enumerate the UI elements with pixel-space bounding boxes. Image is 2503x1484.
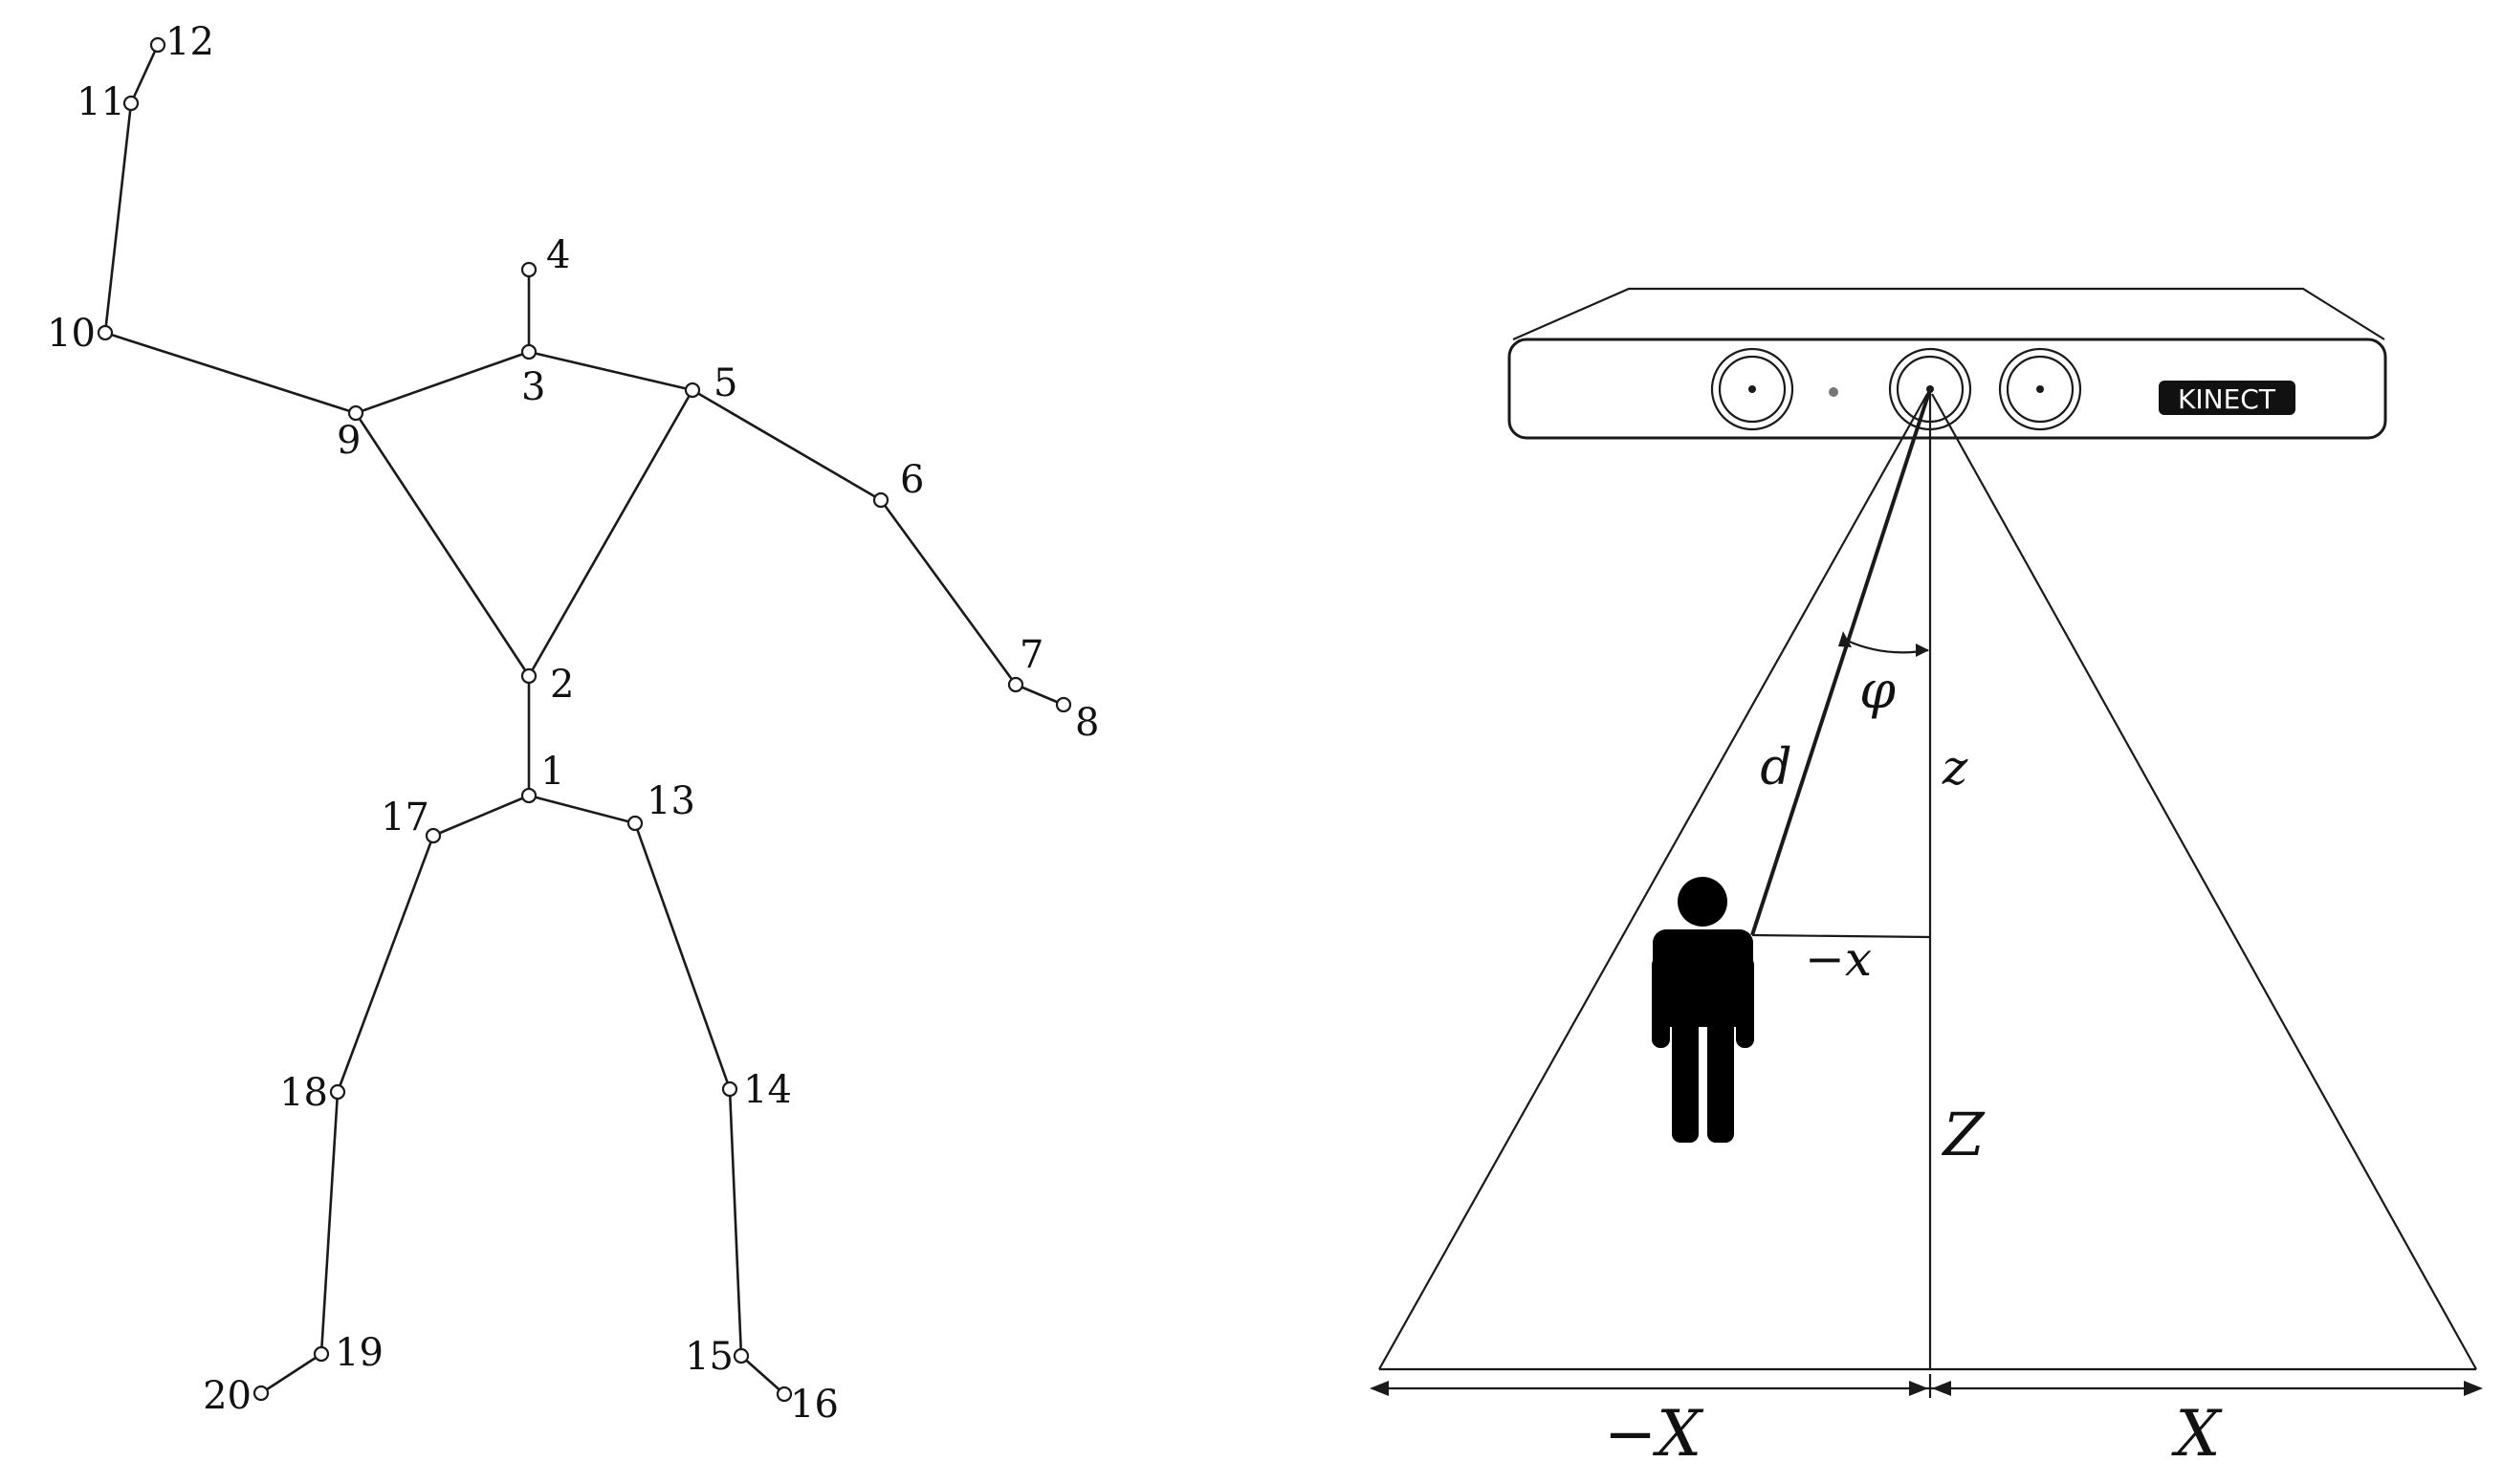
kinect-led	[1829, 387, 1838, 397]
kinect-brand-label: KINECT	[2178, 383, 2276, 415]
joint-label-12: 12	[165, 20, 214, 64]
label-d: d	[1760, 739, 1791, 797]
joint-17	[425, 827, 442, 844]
bone-5-6	[692, 388, 882, 502]
fov-right-edge	[1931, 393, 2477, 1370]
joint-label-15: 15	[685, 1335, 734, 1379]
label-phi: φ	[1859, 660, 1896, 720]
joint-label-13: 13	[647, 779, 695, 823]
bone-13-14	[633, 822, 732, 1090]
joint-label-18: 18	[279, 1071, 328, 1115]
joint-label-9: 9	[337, 419, 361, 463]
joint-8	[1055, 696, 1072, 713]
bone-11-12	[129, 44, 160, 104]
joint-label-20: 20	[203, 1374, 252, 1418]
kinect-device: KINECT	[1507, 287, 2387, 440]
label-z-small: z	[1942, 740, 1968, 796]
bone-1-17	[432, 794, 530, 838]
label-minus-x: −x	[1805, 931, 1872, 987]
joint-7	[1007, 676, 1024, 693]
label-minus-big-x: −X	[1604, 1397, 1704, 1471]
joint-label-17: 17	[381, 796, 429, 840]
arrow-right-inner	[1932, 1381, 1951, 1396]
joint-label-3: 3	[521, 365, 545, 409]
joint-label-4: 4	[546, 233, 570, 277]
range-arrows	[1370, 1374, 2483, 1398]
bone-5-2	[527, 389, 694, 677]
bone-3-9	[355, 350, 530, 415]
joint-4	[520, 261, 538, 278]
joint-11	[122, 95, 140, 112]
joint-10	[97, 324, 114, 341]
joint-20	[252, 1385, 270, 1402]
joint-label-5: 5	[714, 361, 737, 405]
joint-label-10: 10	[47, 312, 96, 356]
kinect-front-face	[1507, 338, 2387, 440]
label-big-x: X	[2171, 1397, 2224, 1471]
joint-9	[347, 404, 364, 422]
joint-16	[776, 1386, 793, 1403]
joint-label-2: 2	[550, 663, 574, 707]
bone-3-5	[528, 350, 693, 392]
skeleton-joints	[97, 36, 1072, 1403]
angle-arc	[1838, 631, 1929, 657]
joint-19	[313, 1345, 330, 1363]
bone-19-20	[260, 1352, 322, 1395]
offset-line	[1751, 933, 1931, 939]
joint-label-11: 11	[77, 80, 125, 124]
kinect-left-lens	[1710, 347, 1794, 431]
joint-18	[329, 1083, 346, 1101]
joint-13	[626, 815, 644, 832]
arrow-right-outer	[2464, 1381, 2483, 1396]
joint-label-16: 16	[790, 1383, 839, 1427]
bone-14-15	[728, 1088, 743, 1357]
kinect-top-surface	[1512, 287, 2385, 341]
joint-label-8: 8	[1075, 701, 1099, 745]
joint-label-7: 7	[1020, 633, 1043, 677]
bone-9-10	[104, 331, 357, 415]
joint-1	[520, 787, 538, 804]
joint-6	[872, 491, 889, 509]
arrow-left-outer	[1370, 1381, 1389, 1396]
bone-15-16	[740, 1355, 785, 1395]
bone-7-8	[1015, 683, 1065, 707]
joint-label-6: 6	[900, 458, 924, 502]
joint-14	[721, 1080, 738, 1098]
arrow-left-inner	[1909, 1381, 1928, 1396]
joint-label-19: 19	[335, 1331, 384, 1375]
joint-label-14: 14	[743, 1068, 792, 1112]
joint-12	[149, 36, 166, 54]
bone-6-7	[879, 499, 1018, 686]
kinect-geometry-diagram: KINECT	[1370, 287, 2483, 1471]
distance-line	[1750, 388, 1932, 936]
skeleton-bones	[103, 44, 1065, 1395]
joint-label-1: 1	[540, 750, 564, 794]
field-of-view	[1378, 389, 2477, 1371]
bone-1-13	[528, 794, 636, 825]
label-z-large: Z	[1941, 1100, 1985, 1169]
person-icon	[1652, 877, 1754, 1143]
joint-5	[684, 382, 701, 399]
kinect-right-lens	[1998, 347, 2082, 431]
bone-18-19	[319, 1091, 340, 1355]
joint-2	[520, 667, 538, 685]
fov-left-edge	[1378, 393, 1928, 1370]
bone-10-11	[103, 102, 133, 334]
joint-15	[733, 1347, 750, 1364]
bone-9-2	[354, 412, 531, 677]
joint-3	[520, 343, 538, 360]
kinect-brand-badge	[2159, 381, 2295, 415]
bone-17-18	[336, 835, 435, 1093]
